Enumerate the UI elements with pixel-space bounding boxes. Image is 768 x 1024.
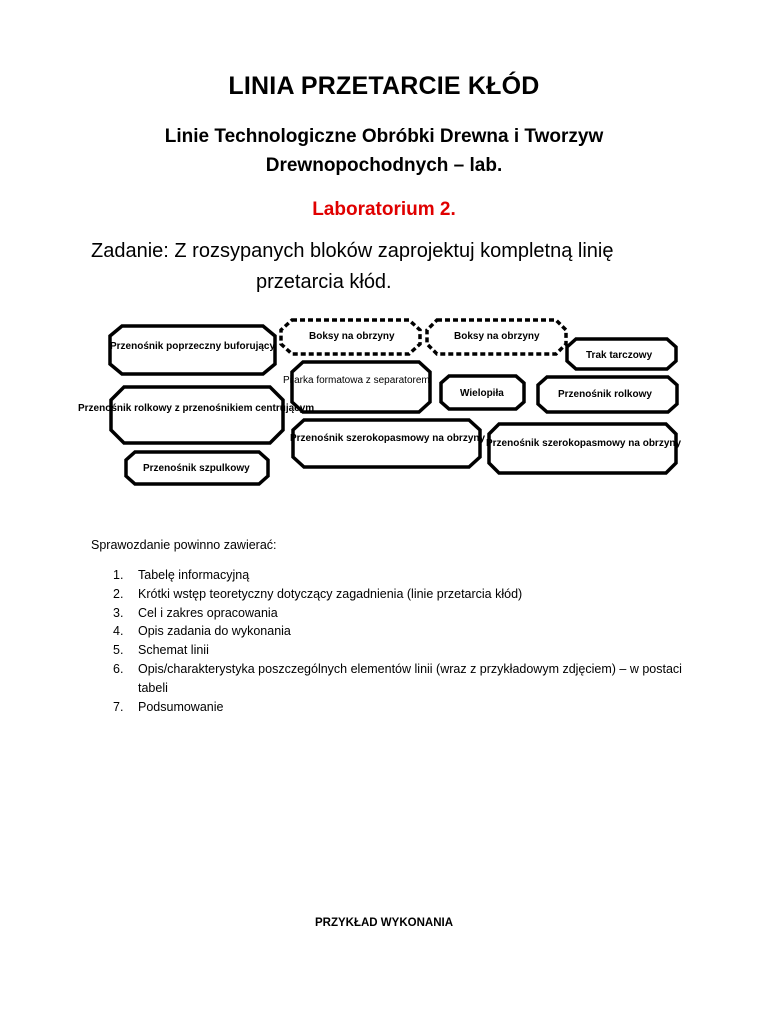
report-requirements-list: 1.Tabelę informacyjną 2.Krótki wstęp teo… xyxy=(91,566,691,716)
block-panel-saw-shape xyxy=(290,360,432,414)
page-subtitle: Linie Technologiczne Obróbki Drewna i Tw… xyxy=(164,126,604,176)
block-spool-conveyor-shape xyxy=(124,450,270,486)
task-text-line-2: przetarcia kłód. xyxy=(256,271,392,293)
list-item: 3.Cel i zakres opracowania xyxy=(113,605,278,620)
block-circular-saw-shape xyxy=(565,337,678,371)
block-label-multi-saw: Wielopiła xyxy=(460,388,504,399)
block-label-buffer-conveyor: Przenośnik poprzeczny buforujący xyxy=(110,341,275,352)
block-edging-bins-2-shape xyxy=(425,318,568,356)
list-item: 5.Schemat linii xyxy=(113,643,209,658)
list-item: 2.Krótki wstęp teoretyczny dotyczący zag… xyxy=(113,586,523,601)
block-label-edging-bins-1: Boksy na obrzyny xyxy=(309,331,395,342)
block-label-roller-conveyor: Przenośnik rolkowy xyxy=(558,389,652,400)
block-wide-belt-conveyor-2-shape xyxy=(487,422,678,475)
block-wide-belt-conveyor-1-shape xyxy=(291,418,482,469)
block-roller-conveyor-shape xyxy=(536,375,679,414)
block-label-panel-saw: Pilarka formatowa z separatorem xyxy=(283,375,430,386)
block-label-centering-conveyor: Przenośnik rolkowy z przenośnikiem centr… xyxy=(78,403,314,414)
list-item: 1.Tabelę informacyjną xyxy=(113,568,250,582)
block-label-spool-conveyor: Przenośnik szpulkowy xyxy=(143,463,250,474)
block-buffer-conveyor-shape xyxy=(108,324,277,376)
example-heading: PRZYKŁAD WYKONANIA xyxy=(315,917,453,929)
block-label-wide-belt-conveyor-2: Przenośnik szerokopasmowy na obrzyny xyxy=(486,438,681,449)
lab-title: Laboratorium 2. xyxy=(312,199,456,220)
list-item: 4.Opis zadania do wykonania xyxy=(113,624,291,639)
block-edging-bins-1-shape xyxy=(279,318,422,356)
page-title: LINIA PRZETARCIE KŁÓD xyxy=(228,72,540,100)
list-item: 7.Podsumowanie xyxy=(113,699,224,714)
block-centering-conveyor-shape xyxy=(109,385,285,445)
block-label-edging-bins-2: Boksy na obrzyny xyxy=(454,331,540,342)
block-label-circular-saw: Trak tarczowy xyxy=(586,350,653,361)
list-item: 6.Opis/charakterystyka poszczególnych el… xyxy=(113,661,682,695)
report-intro: Sprawozdanie powinno zawierać: xyxy=(91,538,277,552)
block-multi-saw-shape xyxy=(439,374,526,411)
block-label-wide-belt-conveyor-1: Przenośnik szerokopasmowy na obrzyny xyxy=(290,433,485,444)
task-text-line-1: Zadanie: Z rozsypanych bloków zaprojektu… xyxy=(91,240,614,262)
block-diagram: Przenośnik poprzeczny buforujący Boksy n… xyxy=(78,318,681,486)
